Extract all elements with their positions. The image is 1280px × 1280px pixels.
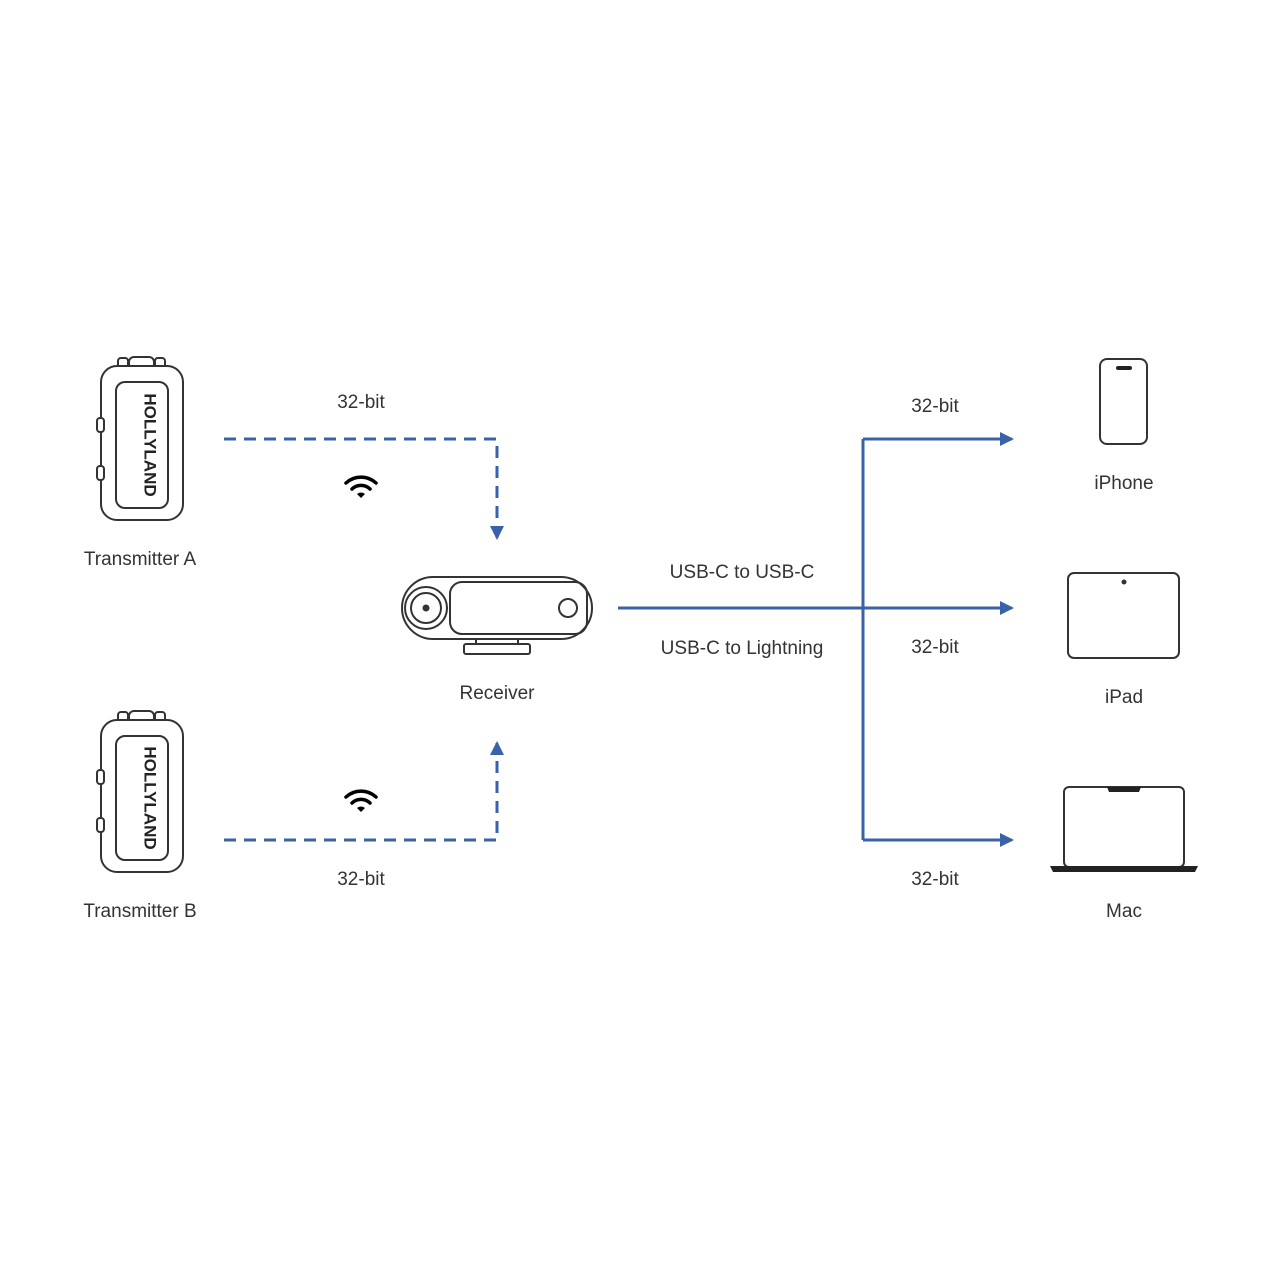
edge-tx-a-to-receiver: 32-bit (224, 392, 504, 540)
transmitter-b: HOLLYLAND Transmitter B (83, 710, 197, 922)
edge-usbc-to-lightning-label: USB-C to Lightning (661, 638, 824, 659)
transmitter-a-device-icon: HOLLYLAND (96, 356, 184, 521)
transmitter-b-brand: HOLLYLAND (141, 746, 160, 849)
mac-label: Mac (1106, 901, 1142, 922)
edge-to-iphone: 32-bit (863, 396, 1014, 446)
transmitter-b-label: Transmitter B (83, 901, 196, 922)
transmitter-b-device-icon: HOLLYLAND (96, 710, 184, 873)
iphone: iPhone (1094, 358, 1154, 494)
edge-tx-a-label: 32-bit (337, 392, 385, 413)
wifi-icon (344, 475, 378, 498)
receiver: Receiver (401, 576, 593, 704)
wifi-icon (344, 789, 378, 812)
edge-to-mac: 32-bit (863, 833, 1014, 890)
mac: Mac (1050, 786, 1198, 922)
ipad: iPad (1067, 572, 1180, 708)
iphone-device-icon (1099, 358, 1148, 445)
edge-tx-b-label: 32-bit (337, 869, 385, 890)
edge-usbc-to-usbc-label: USB-C to USB-C (670, 562, 815, 583)
transmitter-a-brand: HOLLYLAND (141, 393, 160, 496)
ipad-device-icon (1067, 572, 1180, 659)
edge-receiver-out: USB-C to USB-C USB-C to Lightning (618, 439, 865, 840)
transmitter-a-label: Transmitter A (84, 549, 197, 570)
ipad-label: iPad (1105, 687, 1143, 708)
receiver-device-icon (401, 576, 593, 655)
transmitter-a: HOLLYLAND Transmitter A (84, 356, 197, 570)
receiver-label: Receiver (460, 683, 536, 704)
edge-tx-b-to-receiver: 32-bit (224, 741, 504, 890)
edge-to-ipad-label: 32-bit (911, 637, 959, 658)
edge-to-iphone-label: 32-bit (911, 396, 959, 417)
edge-to-mac-label: 32-bit (911, 869, 959, 890)
mac-device-icon (1050, 786, 1198, 872)
edge-to-ipad: 32-bit (863, 601, 1014, 658)
iphone-label: iPhone (1094, 473, 1153, 494)
